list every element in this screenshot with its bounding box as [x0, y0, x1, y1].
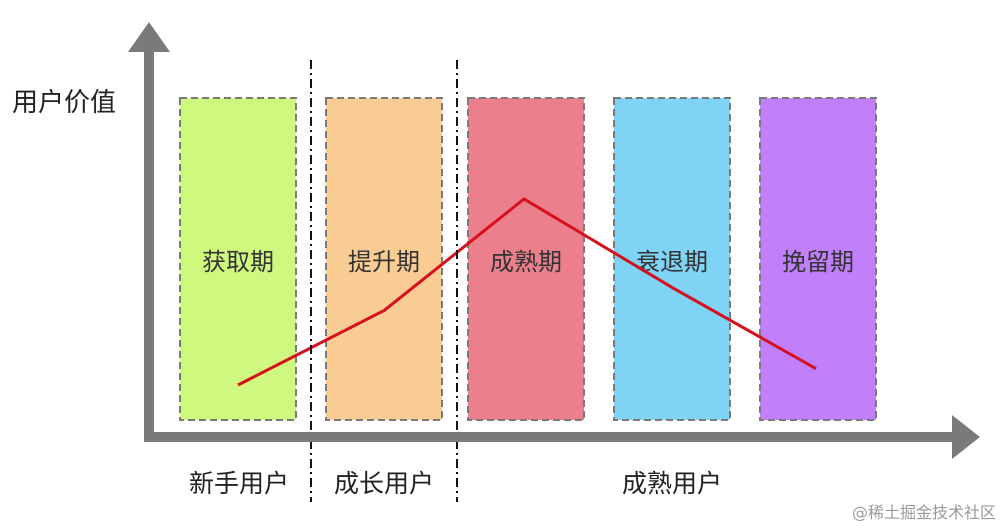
stage-label-retention: 挽留期 [782, 248, 854, 276]
watermark: @稀土掘金技术社区 [852, 503, 996, 522]
user-group-label-novice: 新手用户 [189, 469, 289, 498]
stage-box-maturity [467, 97, 585, 421]
user-group-label-mature: 成熟用户 [622, 469, 722, 498]
x-axis-arrow-icon [952, 415, 980, 459]
stage-label-maturity: 成熟期 [490, 248, 562, 276]
axes [128, 22, 980, 459]
stage-box-retention [759, 97, 877, 421]
stage-labels: 获取期 提升期 成熟期 衰退期 挽留期 [202, 248, 854, 276]
stage-label-acquisition: 获取期 [202, 248, 274, 276]
stage-box-decline [613, 97, 731, 421]
user-value-curve [237, 197, 817, 387]
y-axis-label: 用户价值 [12, 88, 116, 118]
user-group-label-growing: 成长用户 [334, 469, 434, 498]
stage-box-growth [325, 97, 443, 421]
stage-boxes [179, 97, 877, 421]
stage-label-growth: 提升期 [348, 248, 420, 276]
y-axis-arrow-icon [128, 22, 170, 52]
user-group-labels: 新手用户 成长用户 成熟用户 [189, 469, 722, 498]
